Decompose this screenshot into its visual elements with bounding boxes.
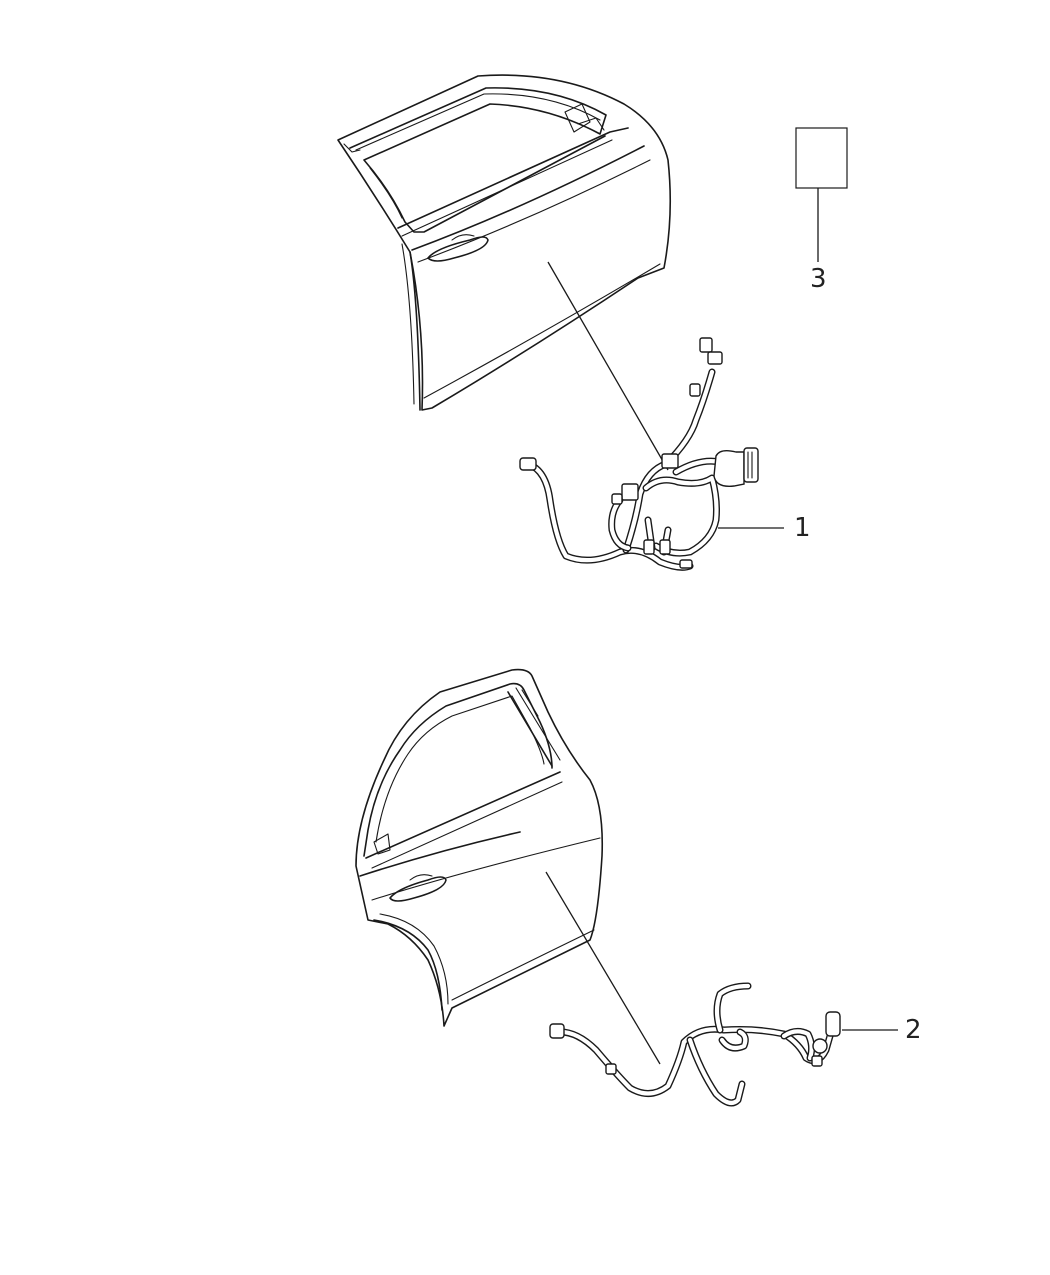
callout-label-1: 1 — [794, 513, 811, 543]
rear-door-illustration — [355, 668, 604, 1027]
leader-line-1-door — [547, 261, 669, 471]
rear-harness-illustration — [549, 982, 841, 1107]
callout-label-3: 3 — [810, 264, 827, 294]
front-harness-illustration — [519, 337, 759, 571]
leader-line-2-door — [545, 871, 661, 1065]
front-door-illustration — [337, 74, 672, 411]
callout-label-2: 2 — [905, 1015, 922, 1045]
part-3-box — [795, 127, 848, 189]
